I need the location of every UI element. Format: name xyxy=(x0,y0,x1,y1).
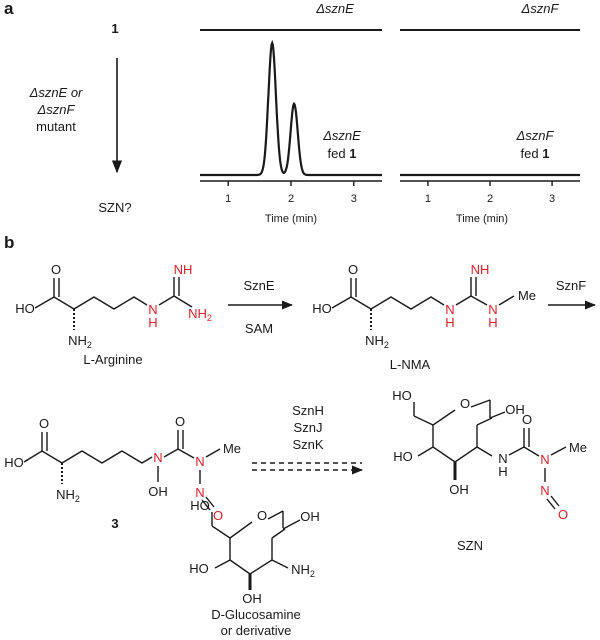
svg-text:O: O xyxy=(175,414,185,429)
compound-3-label: 3 xyxy=(111,516,118,531)
structure-szn: O OH HO HO OH N H O N Me N O SZN xyxy=(392,388,587,553)
structure-d-glucosamine: O OH HO HO OH NH2 D-Glucosamine or deriv… xyxy=(189,498,320,638)
trace-sznE xyxy=(200,39,382,177)
right-x-tick-label-3: 3 xyxy=(549,193,555,205)
panel-a-label: a xyxy=(4,0,14,18)
svg-text:O: O xyxy=(460,396,470,411)
szn-name: SZN xyxy=(457,538,483,553)
svg-text:NH2: NH2 xyxy=(68,333,92,350)
svg-text:OH: OH xyxy=(505,402,525,417)
chromatogram-chart: ΔsznE ΔsznF 1 2 3 1 2 3 ΔsznE fed 1 ΔsznF fe… xyxy=(200,1,580,225)
svg-text:N: N xyxy=(540,452,549,467)
svg-text:HO: HO xyxy=(312,301,332,316)
svg-text:O: O xyxy=(257,508,267,523)
svg-text:N: N xyxy=(488,302,497,317)
svg-text:HO: HO xyxy=(392,388,412,403)
left-x-tick-label-1: 1 xyxy=(225,193,231,205)
svg-text:N: N xyxy=(148,302,157,317)
compound-1-label: 1 xyxy=(111,21,118,36)
svg-text:O: O xyxy=(39,416,49,431)
left-trace-label: ΔsznE xyxy=(322,128,361,143)
structure-l-arginine: HO O NH2 N H NH NH2 L-Arginine xyxy=(15,262,212,367)
svg-text:OH: OH xyxy=(242,591,262,606)
svg-text:Me: Me xyxy=(569,440,587,455)
svg-text:HO: HO xyxy=(393,449,413,464)
svg-text:Me: Me xyxy=(223,441,241,456)
svg-text:Me: Me xyxy=(518,288,536,303)
enzyme-sznf-label: SznF xyxy=(556,278,586,293)
enzyme-sznk-label: SznK xyxy=(292,437,323,452)
svg-text:HO: HO xyxy=(190,498,210,513)
svg-text:OH: OH xyxy=(148,484,168,499)
svg-text:NH2: NH2 xyxy=(291,562,315,579)
svg-text:N: N xyxy=(540,483,549,498)
svg-text:H: H xyxy=(445,315,454,330)
panel-b-label: b xyxy=(4,233,14,252)
svg-text:O: O xyxy=(558,507,568,522)
structure-compound-3: HO O NH2 N OH O N Me N O 3 xyxy=(4,414,241,531)
left-x-tick-label-2: 2 xyxy=(288,193,294,205)
svg-text:H: H xyxy=(148,315,157,330)
svg-text:OH: OH xyxy=(449,482,469,497)
right-x-tick-label-1: 1 xyxy=(425,193,431,205)
svg-text:OH: OH xyxy=(300,509,320,524)
mutant-label-line1: ΔsznE or xyxy=(29,85,83,100)
svg-text:O: O xyxy=(522,412,532,427)
right-fed-label: fed 1 xyxy=(521,146,550,161)
svg-text:O: O xyxy=(51,262,61,277)
enzyme-sznj-label: SznJ xyxy=(294,420,323,435)
svg-text:O: O xyxy=(348,262,358,277)
svg-text:NH: NH xyxy=(174,262,193,277)
svg-text:N: N xyxy=(498,451,507,466)
svg-text:HO: HO xyxy=(4,455,24,470)
svg-text:HO: HO xyxy=(15,301,35,316)
right-panel-title: ΔsznF xyxy=(521,1,560,16)
svg-text:O: O xyxy=(213,508,223,523)
enzyme-sznh-label: SznH xyxy=(292,403,324,418)
glucosamine-name-line1: D-Glucosamine xyxy=(211,607,301,622)
svg-text:H: H xyxy=(498,464,507,479)
left-panel-title: ΔsznE xyxy=(315,1,354,16)
left-x-axis-title: Time (min) xyxy=(265,213,317,225)
l-arginine-name: L-Arginine xyxy=(83,352,142,367)
right-x-tick-label-2: 2 xyxy=(487,193,493,205)
svg-text:NH2: NH2 xyxy=(365,333,389,350)
left-fed-label: fed 1 xyxy=(328,146,357,161)
svg-text:HO: HO xyxy=(189,561,209,576)
svg-text:N: N xyxy=(445,302,454,317)
sam-cofactor-label: SAM xyxy=(245,321,273,336)
right-trace-label: ΔsznF xyxy=(516,128,555,143)
szn-product-label: SZN? xyxy=(98,200,131,215)
glucosamine-name-line2: or derivative xyxy=(221,623,292,638)
mutant-label-line2: ΔsznF xyxy=(37,102,76,117)
svg-text:N: N xyxy=(153,450,162,465)
left-x-tick-label-3: 3 xyxy=(351,193,357,205)
svg-text:NH: NH xyxy=(471,262,490,277)
svg-text:N: N xyxy=(195,485,204,500)
svg-text:N: N xyxy=(195,454,204,469)
structure-l-nma: HO O NH2 N H NH N H Me L-NMA xyxy=(312,262,536,372)
enzyme-szne-label: SznE xyxy=(243,278,274,293)
svg-text:NH2: NH2 xyxy=(56,487,80,504)
svg-text:NH2: NH2 xyxy=(188,306,212,323)
right-x-axis-title: Time (min) xyxy=(456,213,508,225)
svg-text:H: H xyxy=(488,315,497,330)
l-nma-name: L-NMA xyxy=(390,357,431,372)
mutant-label-line3: mutant xyxy=(36,119,76,134)
